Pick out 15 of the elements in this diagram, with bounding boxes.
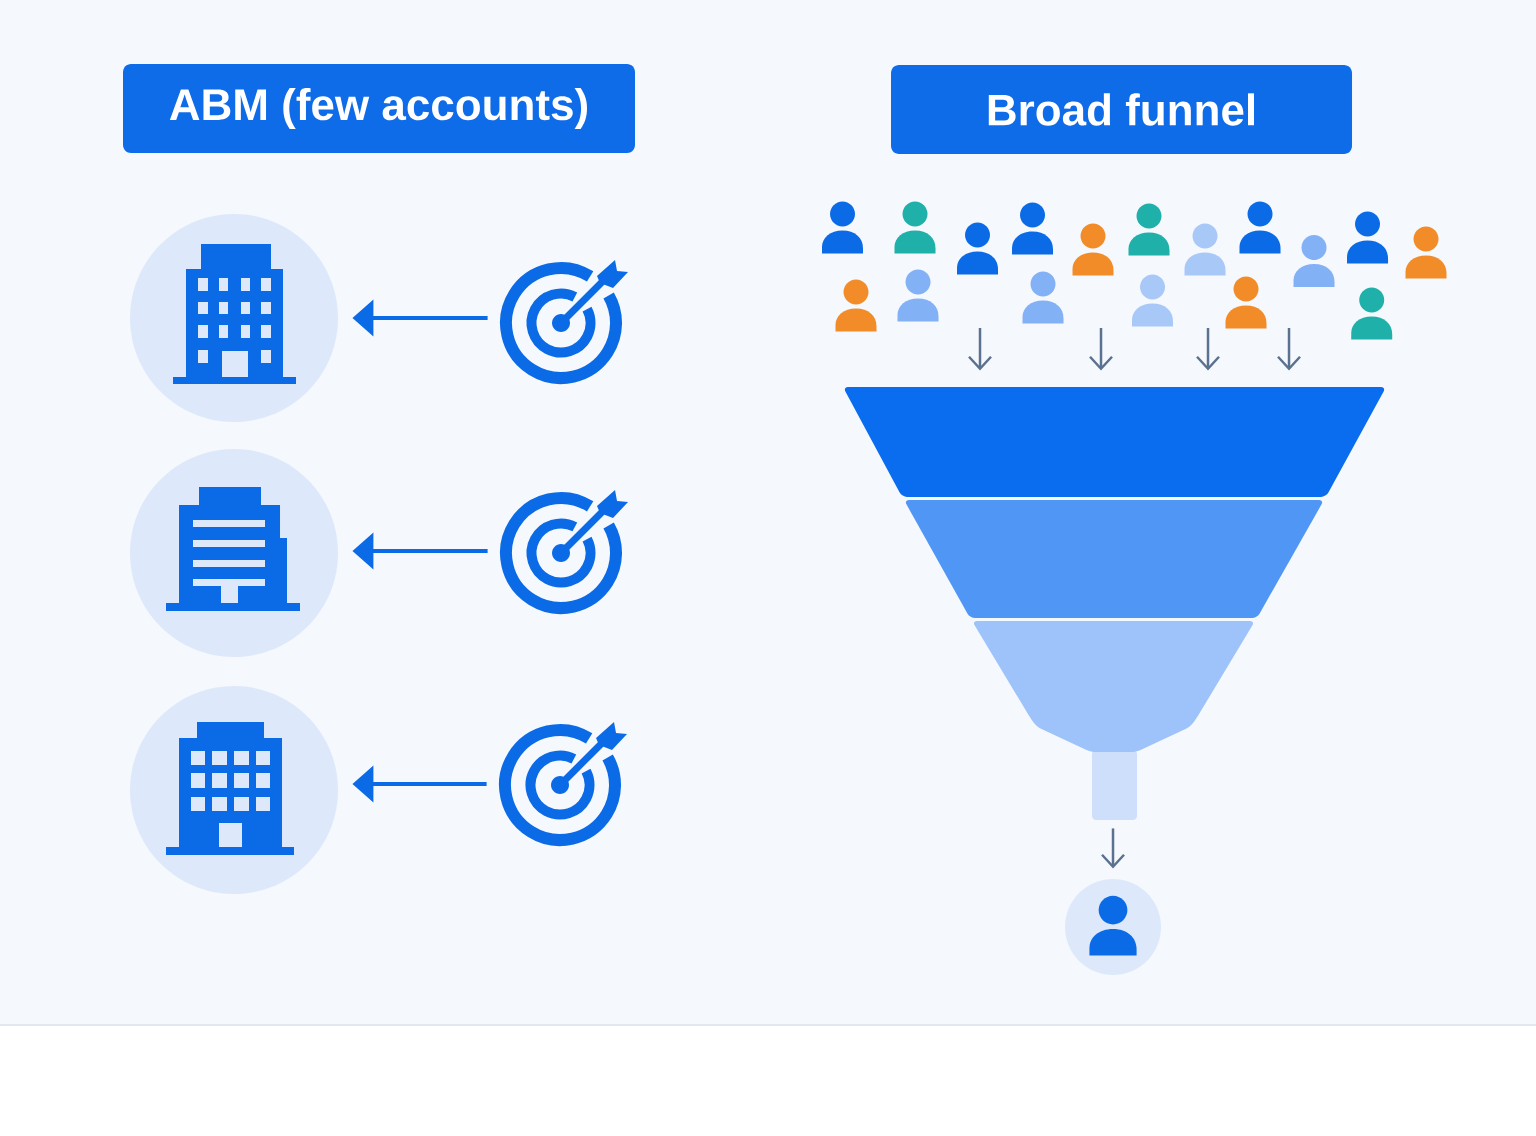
building-icon <box>130 449 338 657</box>
arrow <box>968 328 992 371</box>
arrow <box>1196 328 1220 371</box>
arrow <box>1101 828 1125 869</box>
funnel <box>844 387 1385 820</box>
target-icon <box>499 722 627 846</box>
building-icon <box>130 686 338 894</box>
arrow <box>1277 328 1301 371</box>
person-icon <box>1065 879 1161 975</box>
target-icon <box>500 490 628 614</box>
target-icon <box>500 260 628 384</box>
arrow <box>1089 328 1113 371</box>
building-icon <box>130 214 338 422</box>
header-box: Broad funnel <box>891 65 1352 154</box>
header-box: ABM (few accounts) <box>123 64 635 153</box>
